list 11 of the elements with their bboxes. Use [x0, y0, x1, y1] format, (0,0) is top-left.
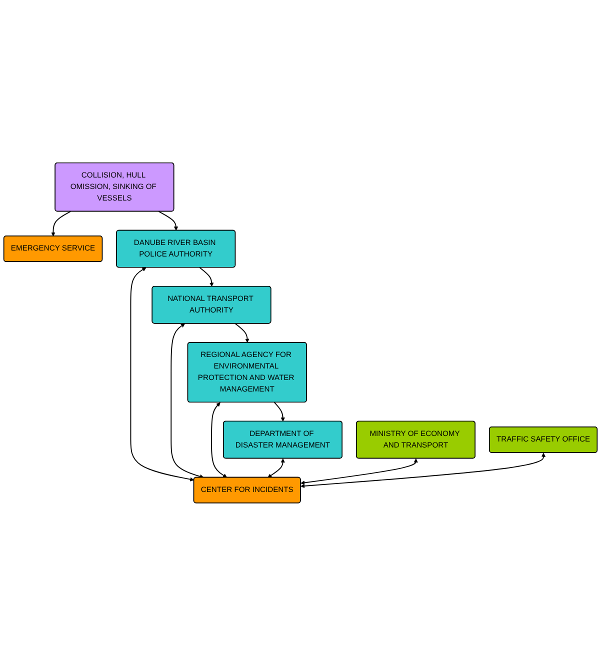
- arrow: [268, 458, 285, 478]
- arrow: [51, 211, 72, 237]
- arrow: [300, 452, 546, 488]
- arrow: [130, 268, 194, 482]
- arrow: [199, 267, 214, 287]
- arrow: [211, 402, 228, 478]
- arrow: [274, 402, 285, 422]
- arrow: [300, 458, 418, 485]
- arrow: [158, 211, 178, 231]
- arrow: [234, 323, 250, 343]
- arrow: [170, 324, 204, 479]
